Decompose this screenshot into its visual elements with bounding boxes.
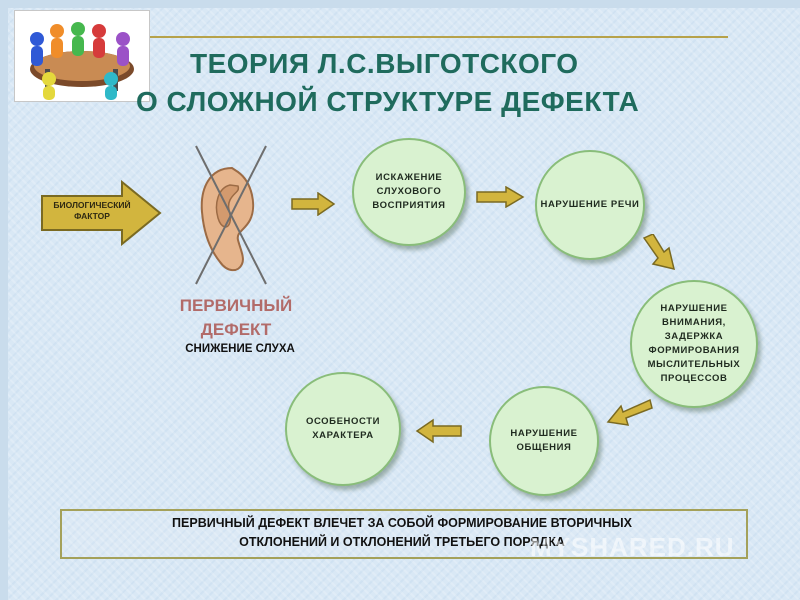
crossed-ear-icon bbox=[190, 140, 272, 290]
node-hearing-perception: ИСКАЖЕНИЕ СЛУХОВОГО ВОСПРИЯТИЯ bbox=[352, 138, 466, 246]
arrow-right-icon bbox=[475, 186, 525, 208]
watermark: MYSHARED.RU bbox=[530, 532, 735, 562]
primary-defect-subtitle: СНИЖЕНИЕ СЛУХА bbox=[185, 343, 295, 355]
slide-left-edge bbox=[0, 0, 8, 600]
slide-top-edge bbox=[0, 0, 800, 8]
node-speech-disorder: НАРУШЕНИЕ РЕЧИ bbox=[535, 150, 645, 260]
biological-factor-arrow bbox=[40, 180, 162, 246]
conclusion-line-2: ОТКЛОНЕНИЙ И ОТКЛОНЕНИЙ ТРЕТЬЕГО ПОРЯДКА bbox=[239, 535, 565, 549]
arrow-down-left-icon bbox=[606, 398, 654, 426]
title-rule bbox=[150, 36, 728, 38]
conclusion-line-1: ПЕРВИЧНЫЙ ДЕФЕКТ ВЛЕЧЕТ ЗА СОБОЙ ФОРМИРО… bbox=[172, 516, 632, 530]
conclusion-text: ПЕРВИЧНЫЙ ДЕФЕКТ ВЛЕЧЕТ ЗА СОБОЙ ФОРМИРО… bbox=[60, 514, 744, 552]
biological-factor-label: БИОЛОГИЧЕСКИЙ ФАКТОР bbox=[53, 200, 131, 221]
node-character-traits: ОСОБЕНОСТИ ХАРАКТЕРА bbox=[285, 372, 401, 486]
arrow-right-icon bbox=[290, 192, 336, 216]
node-attention-thinking: НАРУШЕНИЕ ВНИМАНИЯ, ЗАДЕРЖКА ФОРМИРОВАНИ… bbox=[630, 280, 758, 408]
arrow-left-icon bbox=[415, 418, 463, 444]
meeting-table-illustration bbox=[14, 10, 150, 102]
arrow-down-right-icon bbox=[640, 234, 680, 272]
primary-defect-title: ПЕРВИЧНЫЙ ДЕФЕКТ bbox=[179, 296, 293, 339]
title-line-2: О СЛОЖНОЙ СТРУКТУРЕ ДЕФЕКТА bbox=[136, 86, 640, 117]
node-communication-disorder: НАРУШЕНИЕ ОБЩЕНИЯ bbox=[489, 386, 599, 496]
conclusion-box bbox=[60, 509, 748, 559]
title-line-1: ТЕОРИЯ Л.С.ВЫГОТСКОГО bbox=[190, 48, 579, 79]
